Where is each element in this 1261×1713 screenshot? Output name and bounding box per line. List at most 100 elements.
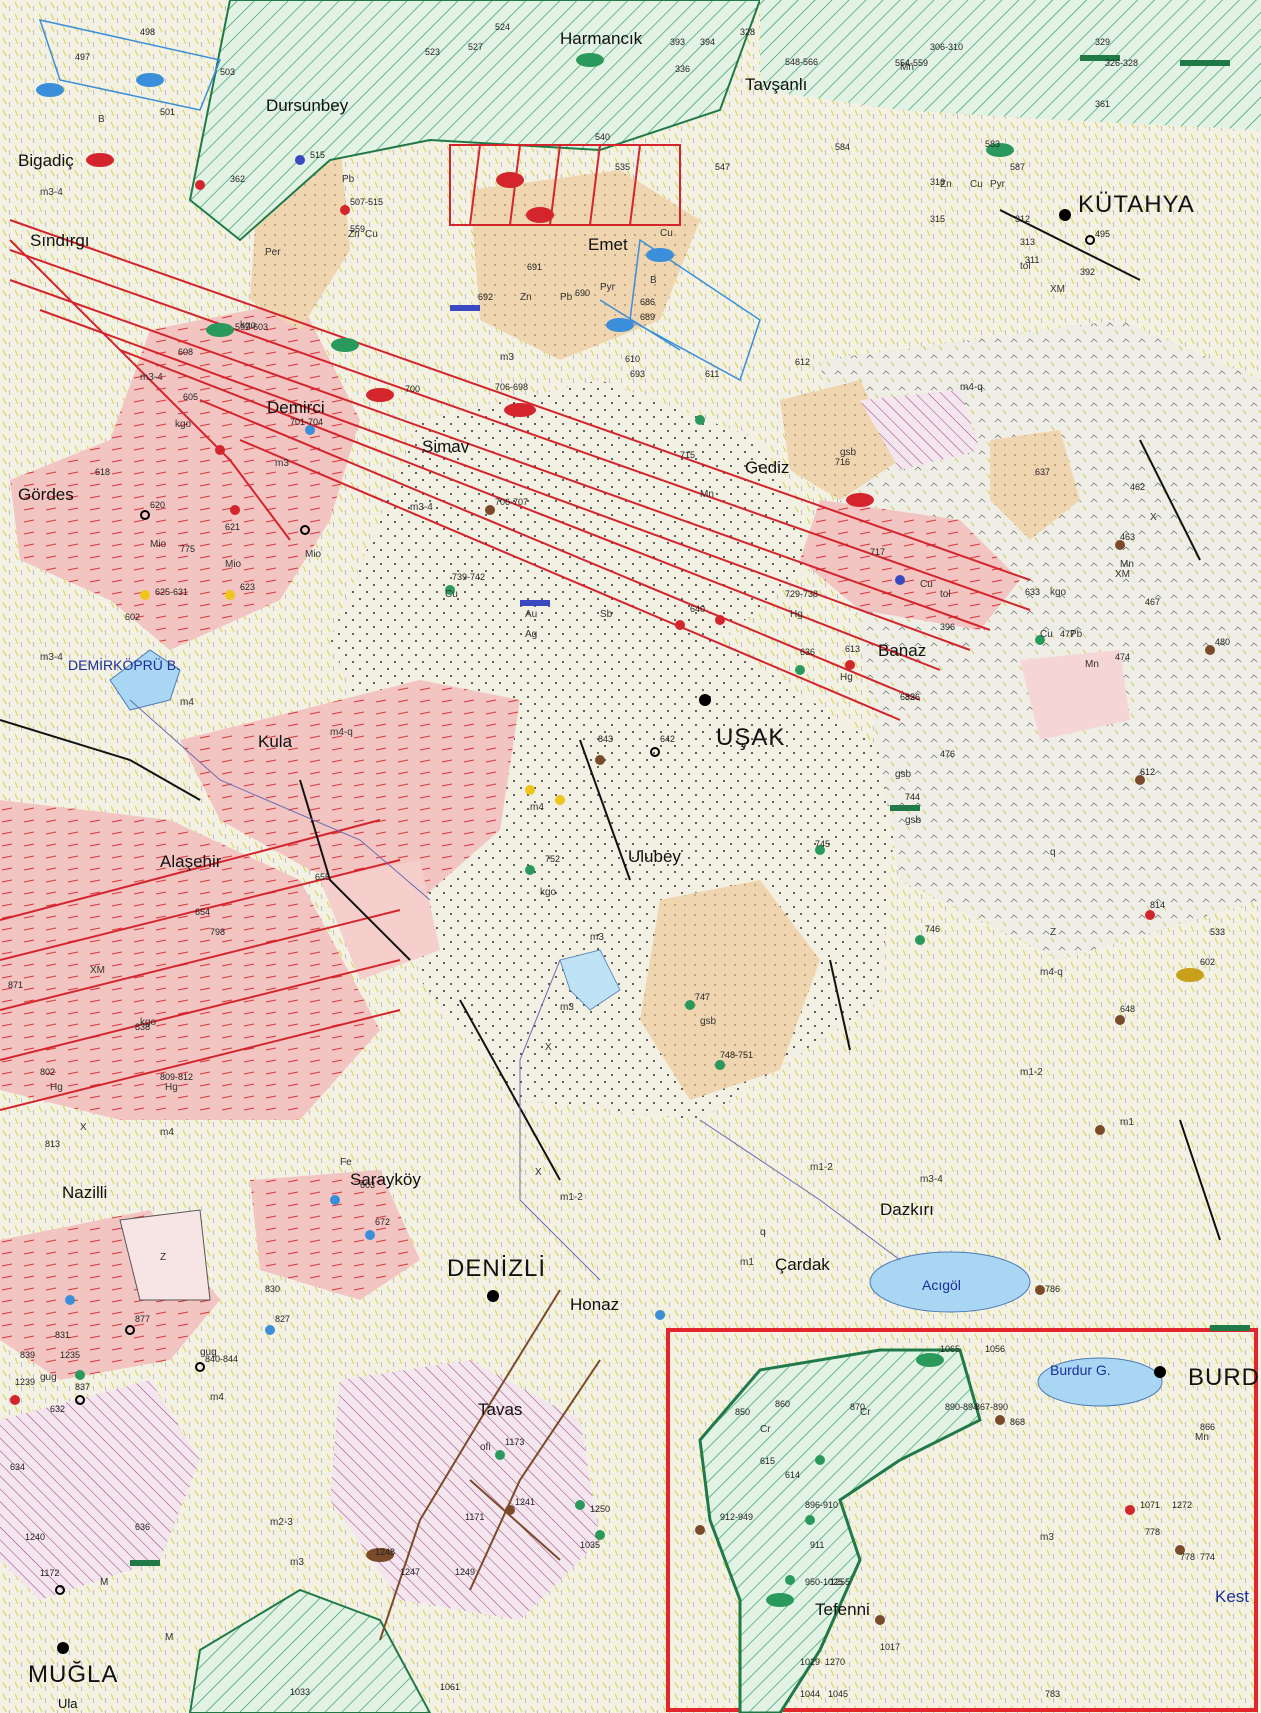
deposit-number: 477 (1060, 629, 1075, 639)
deposit-number: 706-707 (495, 497, 528, 507)
lakes (109, 649, 1163, 1407)
unit-label: m4 (210, 1392, 224, 1403)
unit-label: tol (1020, 261, 1031, 272)
deposit-number: 1029 (800, 1657, 820, 1667)
deposit-number: 1035 (580, 1540, 600, 1550)
unit-label: m1-2 (560, 1192, 583, 1203)
city-label-emet: Emet (588, 235, 628, 254)
element-label: Pyr (990, 179, 1006, 190)
deposit-number: 1045 (828, 1689, 848, 1699)
deposit-number: 706-698 (495, 382, 528, 392)
lake-label-burdur: Burdur G. (1050, 1362, 1111, 1378)
deposit-number: 587 (1010, 162, 1025, 172)
unit-label: XM (90, 965, 105, 976)
deposit-number: 775 (180, 544, 195, 554)
deposit-number: 515 (310, 150, 325, 160)
deposit-number: 689 (640, 312, 655, 322)
deposit-number: 1241 (515, 1497, 535, 1507)
deposit-number: 1033 (290, 1687, 310, 1697)
deposit-number: 1065 (940, 1344, 960, 1354)
unit-label: q (760, 1227, 766, 1238)
element-label: Cr (860, 1407, 871, 1418)
lake-burdur (1037, 1357, 1163, 1407)
deposit-number: 394 (700, 37, 715, 47)
element-label: Mn (1120, 559, 1134, 570)
city-labels: Dursunbey Harmancık Tavşanlı KÜTAHYA Big… (18, 29, 1259, 1711)
unit-label: m1-2 (810, 1162, 833, 1173)
unit-label: m4-q (330, 727, 353, 738)
deposit-number: 830 (265, 1284, 280, 1294)
brown-lineaments (379, 1289, 601, 1641)
city-label-ulubey: Ulubey (628, 847, 681, 866)
city-marker-mugla (57, 1642, 69, 1654)
deposit-number: 1071 (1140, 1500, 1160, 1510)
deposit-number: 912-949 (720, 1512, 753, 1522)
element-label: Pb (560, 292, 573, 303)
deposit-number: 654 (195, 907, 210, 917)
unit-pink-kula (180, 680, 520, 900)
element-label: Cu (970, 179, 983, 190)
deposit-number: 1235 (60, 1350, 80, 1360)
deposit-number: 1017 (880, 1642, 900, 1652)
deposit-number: 632 (900, 692, 915, 702)
deposit-number: 786 (1045, 1284, 1060, 1294)
unit-label: m3-4 (140, 372, 163, 383)
deposit-number: 326-328 (1105, 58, 1138, 68)
deposit-number: 602 (125, 612, 140, 622)
unit-label: kgo (540, 887, 557, 898)
deposit-number: 623 (240, 582, 255, 592)
deposit-number: 950-1025 (805, 1577, 843, 1587)
deposit-number: 584 (835, 142, 850, 152)
deposit-number: 640 (690, 604, 705, 614)
boron-field (38, 18, 761, 382)
deposit-number: 610 (625, 354, 640, 364)
deposit-number: 559 (350, 224, 365, 234)
unit-label: Z (160, 1252, 166, 1263)
deposit-number: 693 (630, 369, 645, 379)
deposit-number: 802 (40, 1067, 55, 1077)
deposit-number: 896-910 (805, 1500, 838, 1510)
deposit-number-labels: 497 498 503 501 523 527 524 393 394 328 … (8, 22, 1230, 1699)
deposit-number: 636 (135, 1522, 150, 1532)
deposit-number: 1171 (465, 1512, 484, 1522)
deposit-number: 1172 (40, 1568, 59, 1578)
unit-pink-z (119, 1209, 211, 1301)
deposit-number: 1056 (985, 1344, 1005, 1354)
unit-label: m2-3 (270, 1517, 293, 1528)
unit-label: gsb (905, 815, 922, 826)
deposit-number: 871 (8, 980, 23, 990)
deposit-number: 1240 (25, 1532, 45, 1542)
fault-lines (0, 209, 1221, 1241)
unit-pink-center (320, 860, 440, 980)
deposit-number: 523 (425, 47, 440, 57)
element-symbol-labels: Pb Pb Pb Zn Zn Zn Cu Cu Cu Cu Cu Cu Pyr … (50, 62, 1209, 1443)
deposit-number: 503 (220, 67, 235, 77)
deposit-number: 548-566 (785, 57, 818, 67)
deposit-number: 618 (95, 467, 110, 477)
element-label: Cu (920, 579, 933, 590)
deposit-number: 625-631 (155, 587, 188, 597)
city-label-saraykoy: Sarayköy (350, 1170, 421, 1189)
deposit-number: 637 (1035, 467, 1050, 477)
deposit-number: 527 (468, 42, 483, 52)
element-label: Cu (1040, 629, 1053, 640)
deposit-number: 827 (275, 1314, 290, 1324)
deposit-number: 866 (1200, 1422, 1215, 1432)
lake-labels: DEMİRKÖPRÜ B. Acıgöl Burdur G. (68, 656, 1111, 1378)
deposit-number: 1249 (455, 1567, 475, 1577)
unit-label: m3 (500, 352, 514, 363)
deposit-number: 336 (675, 64, 690, 74)
unit-label: m3 (560, 1002, 574, 1013)
lake-acigol (869, 1251, 1031, 1313)
deposit-number: 840-844 (205, 1354, 238, 1364)
deposit-number: 655 (315, 872, 330, 882)
deposit-number: 716 (835, 457, 850, 467)
city-label-ula: Ula (58, 1696, 78, 1711)
deposit-number: 605 (183, 392, 198, 402)
deposit-number: 306-310 (930, 42, 963, 52)
city-label-kestel: Kest (1215, 1587, 1249, 1606)
deposit-number: 495 (1095, 229, 1110, 239)
deposit-number: 621 (225, 522, 240, 532)
deposit-number: 814 (1150, 900, 1165, 910)
element-label: Pb (342, 174, 355, 185)
